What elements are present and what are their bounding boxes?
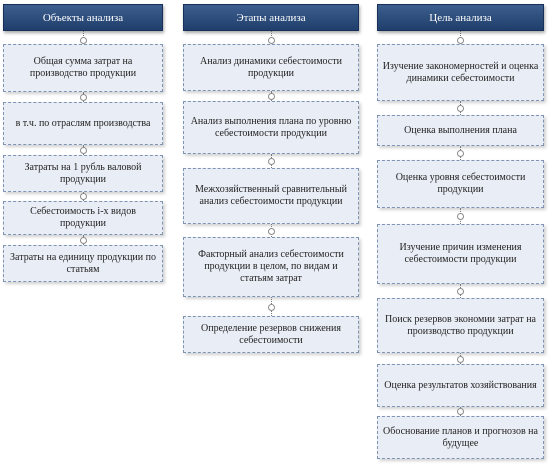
connector-node xyxy=(80,94,87,101)
connector-node xyxy=(268,158,275,165)
connector-node xyxy=(457,356,464,363)
stage-item-2: Анализ выполнения плана по уровню себест… xyxy=(183,101,359,154)
object-item-4: Себестоимость i-х видов продукции xyxy=(3,201,163,235)
header-goal: Цель анализа xyxy=(377,4,544,31)
goal-item-3-label: Оценка уровня себестоимости продукции xyxy=(395,172,526,195)
stage-item-3-label: Межхозяйственный сравнительный анализ се… xyxy=(195,184,347,207)
goal-item-4-label: Изучение причин изменения себестоимости … xyxy=(399,242,522,265)
object-item-3-label: Затраты на 1 рубль валовой продукции xyxy=(24,161,142,185)
connector-node xyxy=(268,228,275,235)
stage-item-4: Факторный анализ себестоимости продукции… xyxy=(183,237,359,297)
stage-item-4-label: Факторный анализ себестоимости продукции… xyxy=(198,249,344,284)
connector-node xyxy=(457,213,464,220)
connector-node xyxy=(457,288,464,295)
header-stages: Этапы анализа xyxy=(183,4,359,31)
connector-node xyxy=(80,37,87,44)
object-item-2-label: в т.ч. по отраслям производства xyxy=(15,117,151,129)
connector-node xyxy=(457,105,464,112)
goal-item-4: Изучение причин изменения себестоимости … xyxy=(377,224,544,284)
header-objects-label: Объекты анализа xyxy=(42,11,124,24)
goal-item-6: Оценка результатов хозяйствования xyxy=(377,364,544,407)
connector-node xyxy=(268,93,275,100)
goal-item-5: Поиск резервов экономии затрат на произв… xyxy=(377,298,544,353)
goal-item-6-label: Оценка результатов хозяйствования xyxy=(384,379,537,391)
connector-node xyxy=(268,37,275,44)
stage-item-1-label: Анализ динамики себестоимости продукции xyxy=(200,55,342,79)
goal-item-7-label: Обоснование планов и прогнозов на будуще… xyxy=(383,425,538,449)
connector-node xyxy=(80,237,87,244)
stage-item-5-label: Определение резервов снижения себестоимо… xyxy=(201,322,341,346)
header-objects: Объекты анализа xyxy=(3,4,163,31)
connector-node xyxy=(80,193,87,200)
goal-item-2-label: Оценка выполнения плана xyxy=(404,124,517,136)
goal-item-1-label: Изучение закономерностей и оценка динами… xyxy=(382,60,539,84)
object-item-5-label: Затраты на единицу продукции по статьям xyxy=(10,251,156,275)
stage-item-5: Определение резервов снижения себестоимо… xyxy=(183,316,359,353)
object-item-5: Затраты на единицу продукции по статьям xyxy=(3,245,163,282)
object-item-1-label: Общая сумма затрат на производство проду… xyxy=(29,56,137,79)
goal-item-2: Оценка выполнения плана xyxy=(377,115,544,146)
goal-item-1: Изучение закономерностей и оценка динами… xyxy=(377,44,544,101)
goal-item-7: Обоснование планов и прогнозов на будуще… xyxy=(377,416,544,459)
object-item-2: в т.ч. по отраслям производства xyxy=(3,102,163,145)
connector-node xyxy=(457,150,464,157)
connector-node xyxy=(268,304,275,311)
connector-node xyxy=(80,147,87,154)
stage-item-1: Анализ динамики себестоимости продукции xyxy=(183,44,359,91)
object-item-3: Затраты на 1 рубль валовой продукции xyxy=(3,155,163,192)
stage-item-2-label: Анализ выполнения плана по уровню себест… xyxy=(190,115,352,139)
header-stages-label: Этапы анализа xyxy=(236,11,306,24)
header-goal-label: Цель анализа xyxy=(429,11,492,24)
connector-node xyxy=(457,37,464,44)
connector-node xyxy=(457,408,464,415)
goal-item-3: Оценка уровня себестоимости продукции xyxy=(377,160,544,208)
goal-item-5-label: Поиск резервов экономии затрат на произв… xyxy=(385,313,536,337)
object-item-1: Общая сумма затрат на производство проду… xyxy=(3,44,163,92)
stage-item-3: Межхозяйственный сравнительный анализ се… xyxy=(183,168,359,224)
object-item-4-label: Себестоимость i-х видов продукции xyxy=(30,206,136,229)
